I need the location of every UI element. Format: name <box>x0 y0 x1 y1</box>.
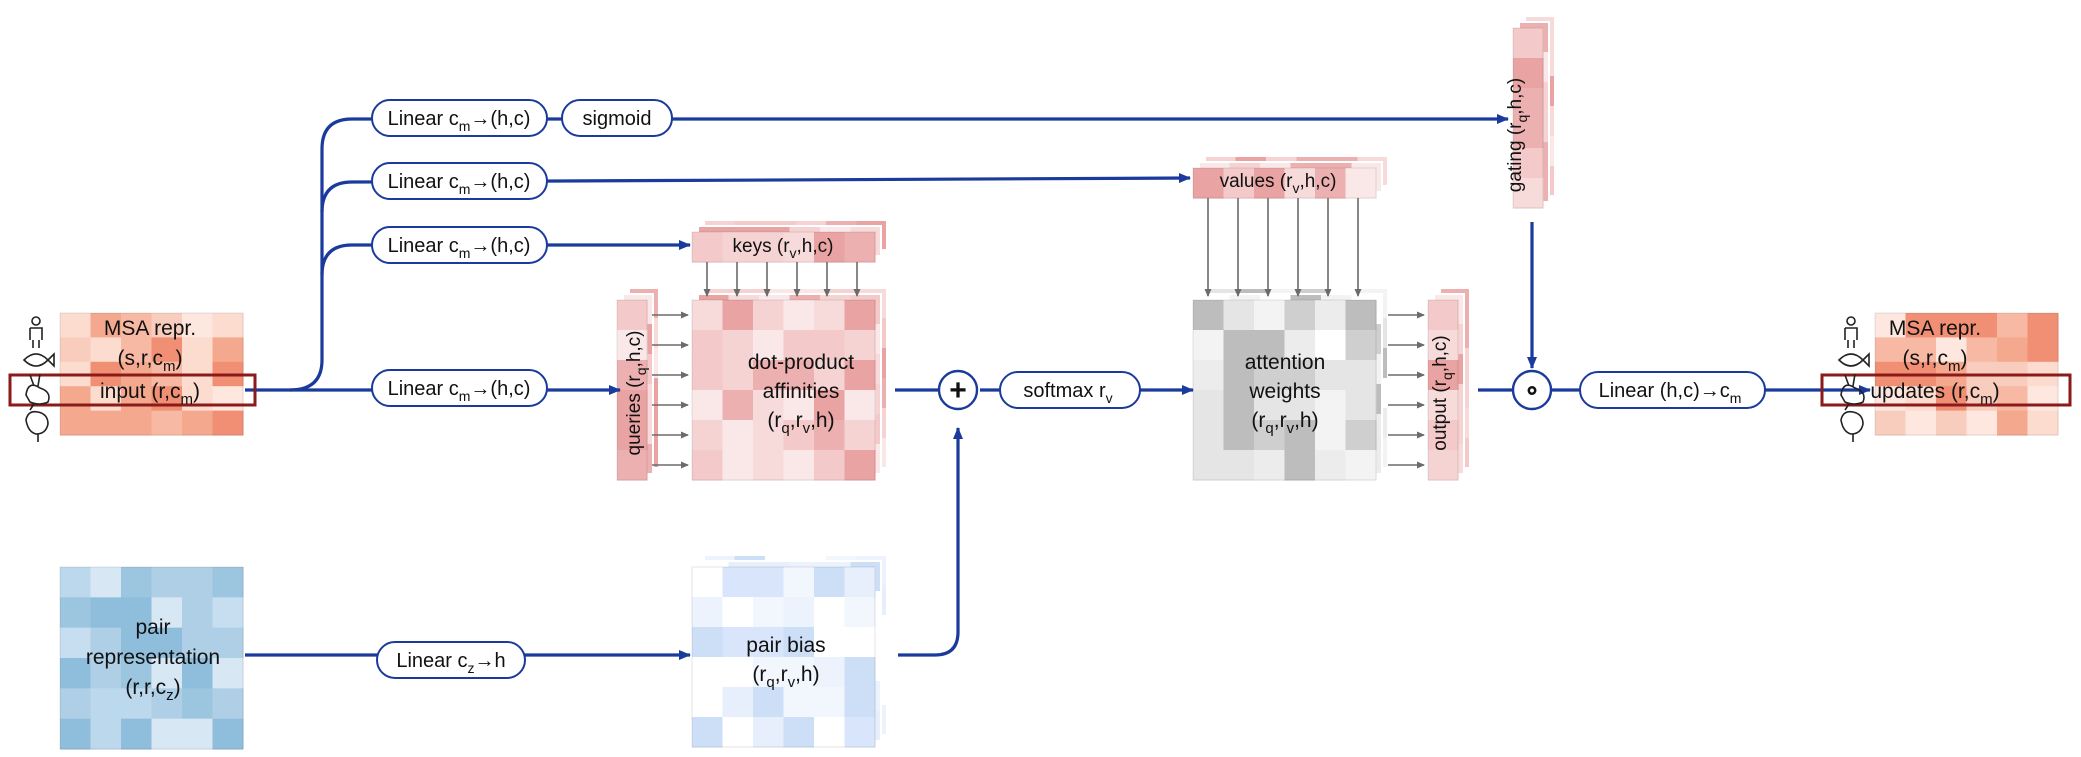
gating-tensor <box>1512 27 1544 209</box>
svg-text:(s,r,cm): (s,r,cm) <box>118 347 183 375</box>
affinities-tensor <box>691 299 876 481</box>
bias-to-plus-line <box>898 427 963 657</box>
attention-weights-label: attention weights (rq,rv,h) <box>1245 351 1326 437</box>
input-msa-tensor <box>59 312 244 436</box>
linear-queries-node: Linear cm→(h,c) <box>371 369 548 407</box>
svg-text:(rq,rv,h): (rq,rv,h) <box>1251 409 1318 437</box>
svg-text:+: + <box>949 374 967 407</box>
linear-pair-node: Linear cz→h <box>376 641 526 679</box>
svg-text:Linear cm→(h,c): Linear cm→(h,c) <box>388 108 531 134</box>
connections <box>245 114 1871 660</box>
plus-node: + <box>937 369 979 411</box>
output-tensor <box>1427 299 1459 481</box>
svg-text:Linear cm→(h,c): Linear cm→(h,c) <box>388 235 531 261</box>
queries-label: queries (rq,h,c) <box>624 331 649 456</box>
broadcast-arrows <box>652 198 1425 469</box>
svg-text:Linear cz→h: Linear cz→h <box>396 650 505 676</box>
chicken-icon <box>25 403 49 442</box>
svg-text:gating (rq,h,c): gating (rq,h,c) <box>1505 78 1530 192</box>
sigmoid-node: sigmoid <box>561 99 673 137</box>
input-highlight-box <box>8 373 257 407</box>
linear-values-node: Linear cm→(h,c) <box>371 162 548 200</box>
input-msa-labels: MSA repr. (s,r,cm) input (r,cm) <box>8 317 257 408</box>
svg-text:MSA repr.: MSA repr. <box>1889 317 1981 340</box>
rabbit-icon <box>1840 373 1865 405</box>
svg-text:Linear (h,c)→cm: Linear (h,c)→cm <box>1599 380 1742 406</box>
gating-label: gating (rq,h,c) <box>1505 78 1530 192</box>
output-msa-labels: MSA repr. (s,r,cm) updates (r,cm) <box>1820 317 2072 408</box>
pair-representation-labels: pair representation (r,r,cz) <box>86 616 220 704</box>
svg-text:(r,r,cz): (r,r,cz) <box>125 676 180 704</box>
human-icon <box>1844 316 1858 348</box>
input-species-icons <box>22 316 55 442</box>
attention-weights-tensor <box>1192 299 1377 481</box>
updates-highlight-box <box>1820 373 2072 407</box>
svg-text:keys (rv,h,c): keys (rv,h,c) <box>733 236 834 261</box>
svg-text:dot-product: dot-product <box>748 351 854 374</box>
svg-text:queries (rq,h,c): queries (rq,h,c) <box>624 331 649 456</box>
human-icon <box>29 316 43 348</box>
linear-output-node: Linear (h,c)→cm <box>1579 371 1766 409</box>
svg-text:output (rq,h,c): output (rq,h,c) <box>1430 335 1455 451</box>
chicken-icon <box>1840 403 1864 442</box>
svg-text:Linear cm→(h,c): Linear cm→(h,c) <box>388 171 531 197</box>
output-species-icons <box>1837 316 1870 442</box>
svg-text:updates (r,cm): updates (r,cm) <box>1870 380 1999 408</box>
queries-tensor <box>616 299 648 481</box>
keys-label: keys (rv,h,c) <box>733 236 834 261</box>
gate-multiply-node: ∘ <box>1511 369 1553 411</box>
softmax-node: softmax rv <box>999 371 1141 409</box>
pair-bias-tensor <box>691 566 876 748</box>
svg-text:(rq,rv,h): (rq,rv,h) <box>767 409 834 437</box>
rabbit-icon <box>25 373 50 405</box>
svg-text:(rq,rv,h): (rq,rv,h) <box>752 663 819 691</box>
svg-text:(s,r,cm): (s,r,cm) <box>1903 347 1968 375</box>
fish-icon <box>22 352 55 368</box>
svg-text:∘: ∘ <box>1524 375 1540 405</box>
svg-text:representation: representation <box>86 646 220 669</box>
svg-text:Linear cm→(h,c): Linear cm→(h,c) <box>388 378 531 404</box>
fish-icon <box>1837 352 1870 368</box>
linear-keys-node: Linear cm→(h,c) <box>371 226 548 264</box>
svg-text:MSA repr.: MSA repr. <box>104 317 196 340</box>
svg-text:sigmoid: sigmoid <box>583 108 652 130</box>
svg-text:attention: attention <box>1245 351 1326 374</box>
values-tensor <box>1192 167 1377 199</box>
linear-gating-node: Linear cm→(h,c) <box>371 99 548 137</box>
values-label: values (rv,h,c) <box>1220 171 1337 196</box>
output-label: output (rq,h,c) <box>1430 335 1455 451</box>
svg-text:weights: weights <box>1248 380 1320 403</box>
svg-text:affinities: affinities <box>763 380 840 403</box>
svg-text:softmax rv: softmax rv <box>1023 380 1112 406</box>
keys-tensor <box>691 231 876 263</box>
pair-representation-tensor <box>59 566 244 750</box>
pair-bias-label: pair bias (rq,rv,h) <box>746 634 825 691</box>
affinities-label: dot-product affinities (rq,rv,h) <box>748 351 854 437</box>
svg-text:values (rv,h,c): values (rv,h,c) <box>1220 171 1337 196</box>
svg-text:pair bias: pair bias <box>746 634 825 657</box>
svg-text:input (r,cm): input (r,cm) <box>100 380 200 408</box>
svg-text:pair: pair <box>135 616 170 639</box>
input-to-gating-line <box>320 114 1509 212</box>
